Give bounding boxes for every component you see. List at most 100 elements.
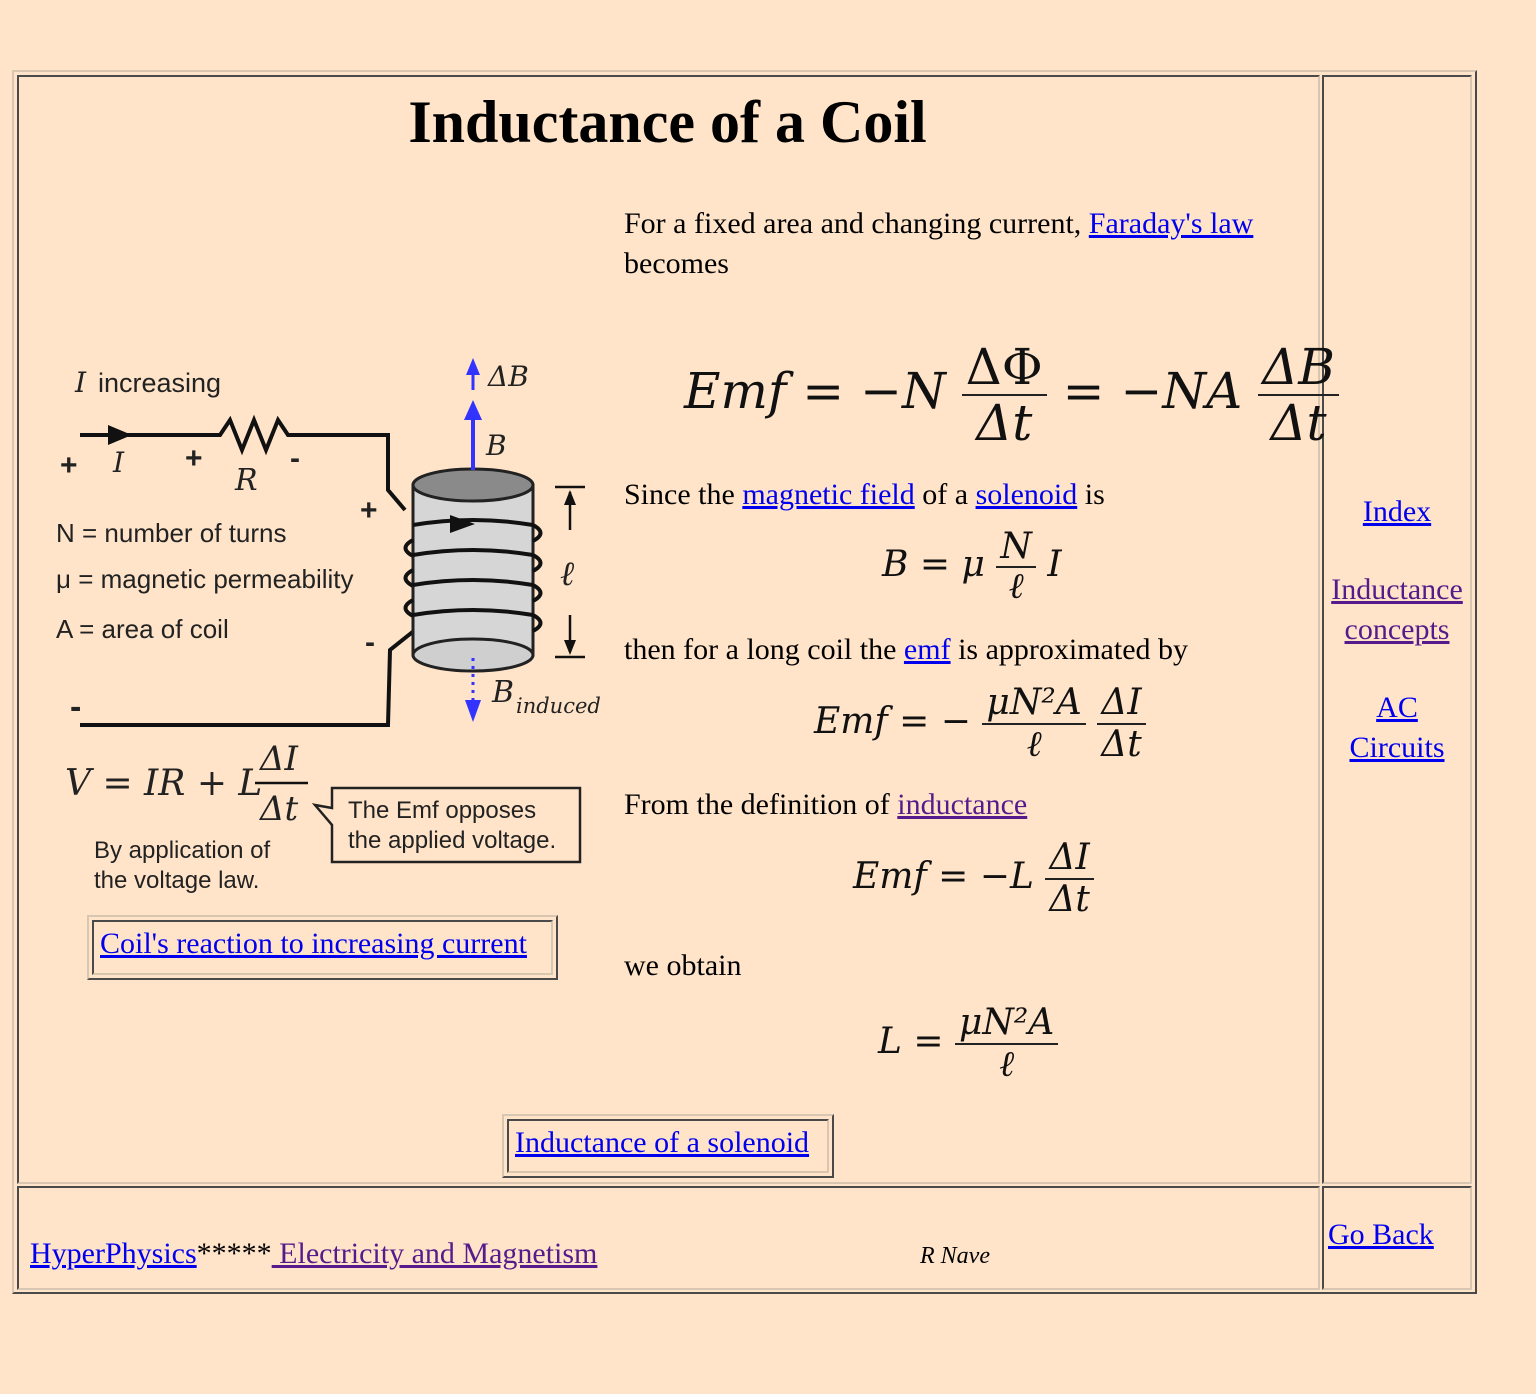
sidebar-cell [1322,75,1472,1184]
paragraph-solenoid-prefix: Since the [624,478,743,511]
coil-reaction-link[interactable]: Coil's reaction to increasing current [100,927,527,960]
paragraph-emf: then for a long coil the emf is approxim… [624,630,1304,670]
go-back-wrap: Go Back [1328,1218,1434,1252]
diagram-b: B [485,429,507,462]
equation-inductance-lhs: Emf = −L [853,856,1034,897]
diagram-i-symbol: I [74,366,87,399]
paragraph-emf-suffix: is approximated by [950,633,1189,666]
solenoid-link[interactable]: solenoid [975,478,1078,511]
main-content-cell [17,75,1320,1184]
fraction-dt-4: Δt [1049,879,1090,920]
equation-faraday-lhs: Emf = −N [684,362,946,420]
diagram-minus-r: - [290,442,300,475]
sidebar-inductance-concepts: Inductance concepts [1322,570,1472,650]
footer-nav: HyperPhysics***** Electricity and Magnet… [30,1237,597,1271]
equation-long-coil-lhs: Emf = − [814,701,971,742]
footer-stars: ***** [196,1237,272,1270]
sidebar-ac-circuits: AC Circuits [1322,688,1472,768]
author-name: R Nave [920,1243,990,1269]
fraction-dt-3: Δt [1101,724,1142,765]
sidebar-ac-circuits-line2: Circuits [1349,731,1445,764]
coil-diagram: I increasing + I + - R + N = number of t… [56,358,601,894]
fraction-mun2a: μN²A [982,683,1086,725]
diagram-minus-left: - [70,688,81,726]
page-title: Inductance of a Coil [408,89,927,155]
solenoid-inductance-link[interactable]: Inductance of a solenoid [515,1126,810,1159]
fraction-dt-1: Δt [976,394,1033,452]
sidebar-inductance-concepts-line1: Inductance [1331,573,1463,606]
fraction-l: ℓ [1008,566,1024,607]
legend-turns: N = number of turns [56,518,287,548]
fraction-di: ΔI [1097,683,1146,725]
page-table [12,70,1477,1294]
go-back-link[interactable]: Go Back [1328,1218,1434,1251]
emf-link[interactable]: emf [903,633,951,666]
legend-area: A = area of coil [56,614,229,644]
sidebar-nav: Index [1322,492,1472,532]
equation-solenoid-lhs: B = μ [882,544,985,585]
diagram-length-symbol: ℓ [560,554,574,594]
diagram-plus-coil: + [360,494,378,527]
fraction-l-2: ℓ [1026,724,1042,765]
diagram-delta-b: ΔB [487,360,529,393]
diagram-i-increasing: increasing [98,368,221,398]
paragraph-inductance-prefix: From the definition of [624,788,898,821]
footer-cell [17,1186,1320,1290]
paragraph-inductance-def: From the definition of inductance [624,785,1304,825]
sidebar-inductance-concepts-line2: concepts [1344,613,1450,646]
diagram-i-label: I [112,446,125,479]
magnetic-field-link[interactable]: magnetic field [742,478,915,511]
fraction-dt-2: Δt [1270,394,1327,452]
hyperphysics-link[interactable]: HyperPhysics [30,1237,197,1270]
legend-permeability: μ = magnetic permeability [56,564,354,594]
electricity-magnetism-link[interactable]: Electricity and Magnetism [271,1237,598,1270]
coil-reaction-box: Coil's reaction to increasing current [87,915,558,980]
equation-result-lhs: L = [878,1021,944,1062]
faradays-law-link[interactable]: Faraday's law [1088,207,1254,240]
caption-line-2: the voltage law. [94,867,259,894]
sidebar-ac-circuits-line1: AC [1376,691,1418,724]
equation-solenoid-i: I [1047,544,1062,585]
paragraph-solenoid-suffix: is [1077,478,1105,511]
diagram-plus-r: + [185,442,203,475]
paragraph-faraday-suffix: becomes [624,247,729,280]
fraction-result-num: μN²A [954,1003,1059,1045]
solenoid-inductance-box-inner: Inductance of a solenoid [507,1119,829,1173]
sidebar-ac-circuits-link[interactable]: AC Circuits [1350,691,1445,764]
paragraph-emf-prefix: then for a long coil the [624,633,904,666]
fraction-dphi: ΔΦ [961,340,1047,396]
inductance-link[interactable]: inductance [897,788,1028,821]
fraction-db: ΔB [1258,340,1339,396]
caption-line-1: By application of [94,837,270,864]
diagram-plus-left: + [60,449,78,482]
paragraph-solenoid: Since the magnetic field of a solenoid i… [624,475,1304,515]
equation-faraday-mid: = −NA [1062,362,1243,420]
fraction-di-2: ΔI [1045,838,1094,880]
sidebar-index-link[interactable]: Index [1362,495,1432,528]
callout-line-2: the applied voltage. [348,827,556,854]
diagram-b-induced: B [491,675,514,710]
voltage-equation: V = IR + L [65,763,262,804]
footer-side-cell [1322,1186,1472,1290]
sidebar-inductance-concepts-link[interactable]: Inductance concepts [1331,573,1463,646]
diagram-minus-coil: - [365,626,375,659]
voltage-denominator: Δt [258,789,299,829]
diagram-b-induced-sub: induced [516,694,601,718]
diagram-r-label: R [234,463,258,498]
paragraph-we-obtain: we obtain [624,949,742,982]
callout-line-1: The Emf opposes [348,797,536,824]
coil-reaction-box-inner: Coil's reaction to increasing current [92,920,553,975]
solenoid-inductance-box: Inductance of a solenoid [502,1114,834,1178]
